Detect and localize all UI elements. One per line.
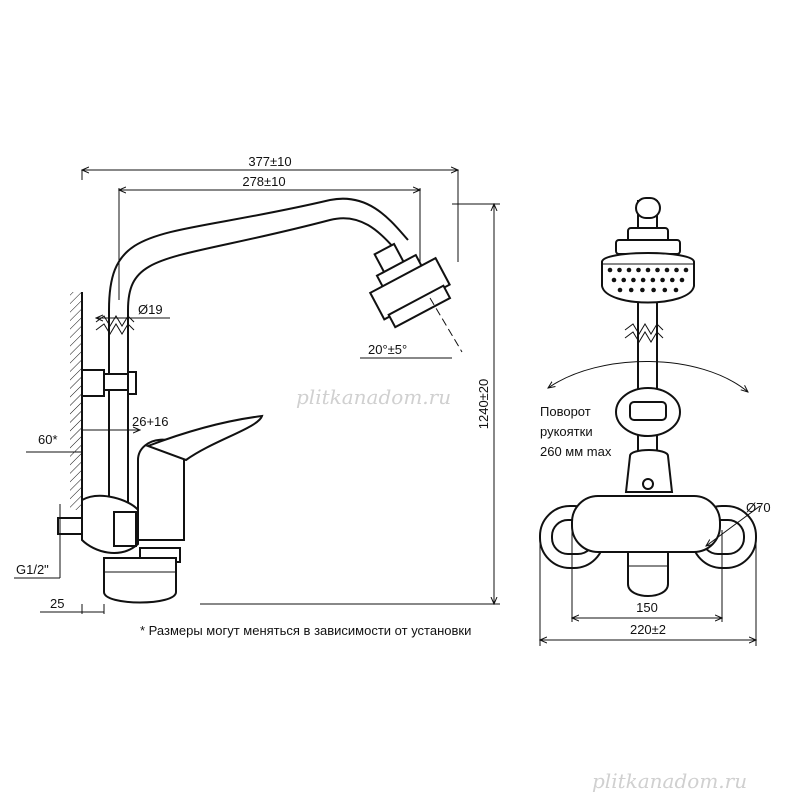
mixer-body-front <box>624 449 674 493</box>
nozzle-hole <box>673 287 679 293</box>
dim-flange-diameter: Ø70 <box>746 500 771 515</box>
dim-arm-reach: 278±10 <box>242 174 285 189</box>
rotation-label-1: Поворот <box>540 404 591 419</box>
shower-head-front <box>601 227 695 304</box>
side-view: 377±10 278±10 Ø19 20°±5° 1240±20 26+16 6… <box>14 154 500 638</box>
nozzle-hole <box>655 267 660 273</box>
dim-depth: 25 <box>50 596 64 611</box>
dim-wall-angle: 60* <box>38 432 58 447</box>
wall-hatch <box>70 292 82 510</box>
shower-head-side <box>368 242 452 329</box>
dim-centers: 150 <box>636 600 658 615</box>
nozzle-hole <box>660 277 665 283</box>
lever-handle <box>145 414 264 462</box>
nozzle-hole <box>640 287 645 293</box>
install-note: * Размеры могут меняться в зависимости о… <box>140 623 471 638</box>
nozzle-hole <box>631 277 636 283</box>
nozzle-hole <box>645 267 651 273</box>
dim-head-angle: 20°±5° <box>368 342 407 357</box>
rotation-label-3: 260 мм max <box>540 444 612 459</box>
nozzle-hole <box>662 287 668 293</box>
dim-height: 1240±20 <box>476 379 491 430</box>
nozzle-hole <box>640 277 646 283</box>
dim-pipe-diameter: Ø19 <box>138 302 163 317</box>
nozzle-hole <box>626 267 632 273</box>
dim-width: 220±2 <box>630 622 666 637</box>
mixer-bar <box>571 495 721 553</box>
nozzle-hole <box>617 287 623 293</box>
nozzle-hole <box>683 267 689 273</box>
nozzle-hole <box>628 287 634 293</box>
wall-bracket <box>81 369 105 397</box>
watermark-top: plitkanadom.ru <box>296 385 451 409</box>
nozzle-hole <box>617 267 622 273</box>
nozzle-hole <box>669 277 675 283</box>
nozzle-hole <box>674 267 679 273</box>
nozzle-hole <box>607 267 613 273</box>
front-view: Поворот рукоятки 260 мм max Ø70 150 220±… <box>539 197 771 646</box>
nozzle-hole <box>621 277 627 283</box>
watermark-bottom: plitkanadom.ru <box>592 769 747 793</box>
nozzle-hole <box>664 267 670 273</box>
dim-overall-reach: 377±10 <box>248 154 291 169</box>
nozzle-hole <box>679 277 685 283</box>
nozzle-holes <box>607 267 689 293</box>
nozzle-hole <box>636 267 641 273</box>
rotation-label-2: рукоятки <box>540 424 593 439</box>
nozzle-hole <box>651 287 656 293</box>
dim-offset: 26+16 <box>132 414 169 429</box>
nozzle-hole <box>650 277 656 283</box>
rotation-arc <box>548 361 748 392</box>
dim-connection: G1/2" <box>16 562 49 577</box>
nozzle-hole <box>611 277 617 283</box>
spout-front <box>627 551 669 597</box>
spout <box>103 557 177 604</box>
